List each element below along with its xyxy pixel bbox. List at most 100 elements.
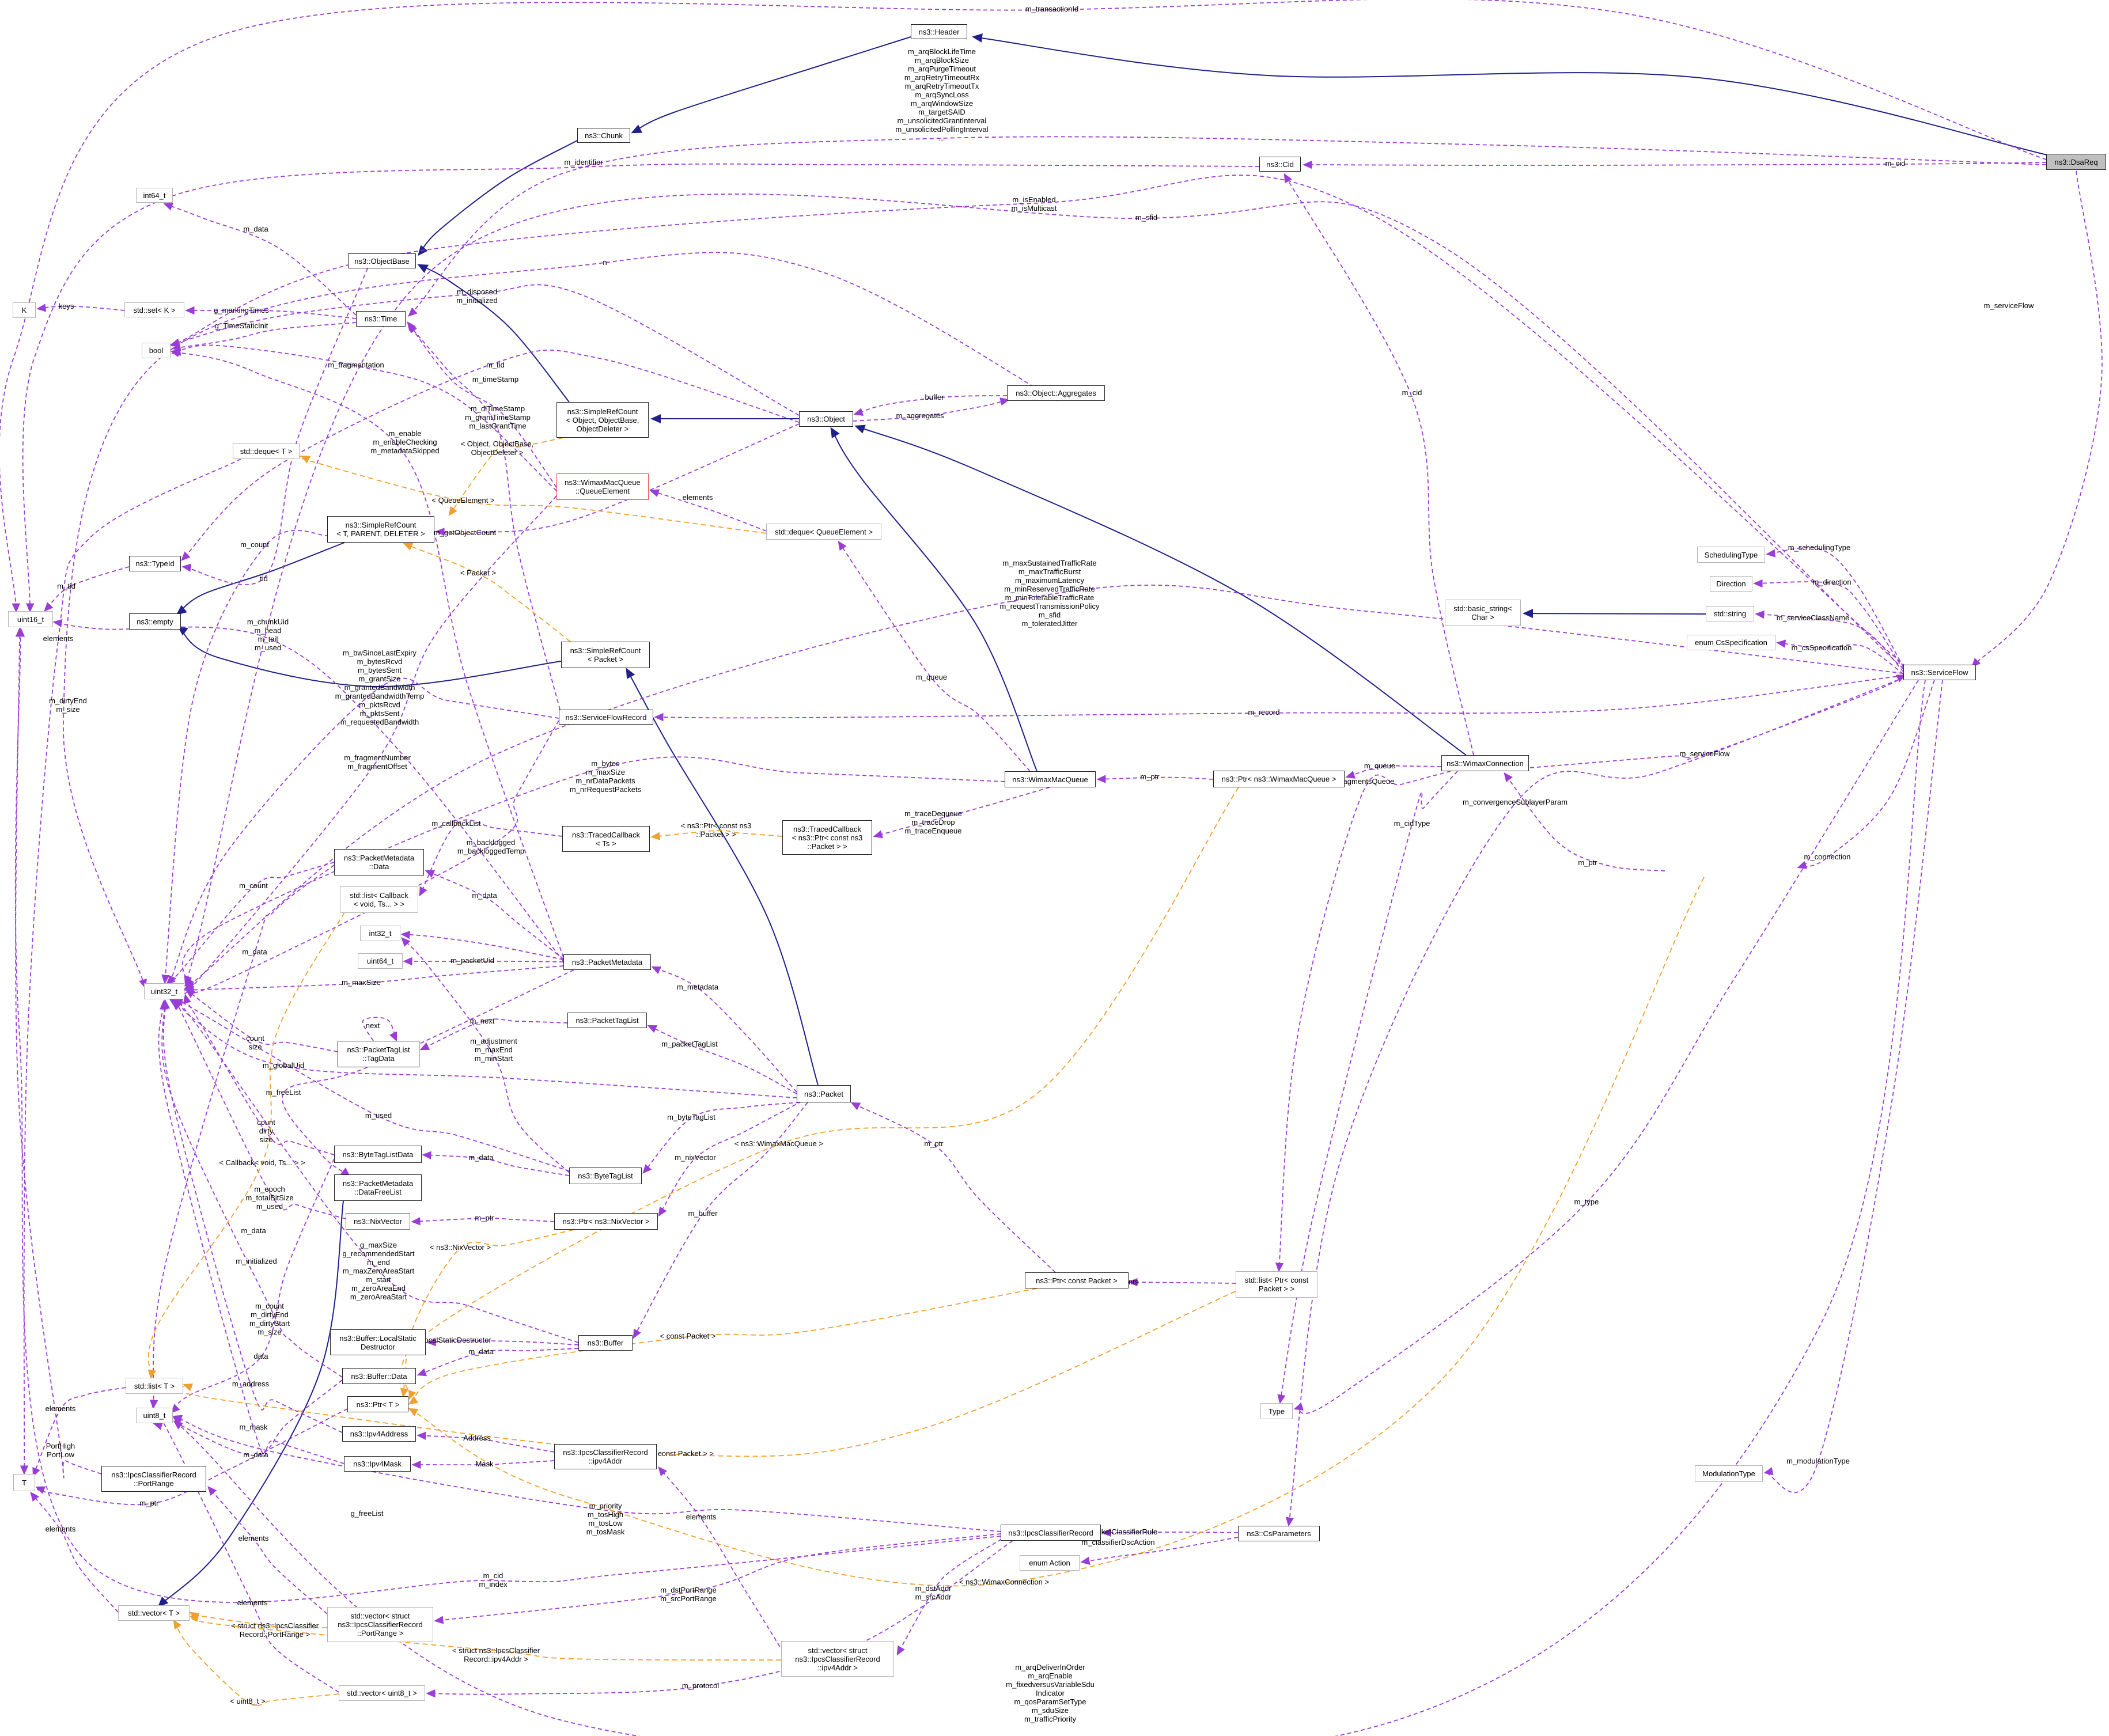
class-node-portrange[interactable]: ns3::IpcsClassifierRecord ::PortRange bbox=[101, 1466, 206, 1492]
class-node-int64[interactable]: int64_t bbox=[136, 188, 173, 203]
class-node-uint16[interactable]: uint16_t bbox=[8, 611, 53, 627]
member-edge bbox=[1128, 1278, 1236, 1287]
class-node-bool[interactable]: bool bbox=[142, 343, 171, 358]
member-edge bbox=[658, 1101, 802, 1217]
class-node-header[interactable]: ns3::Header bbox=[911, 24, 967, 39]
class-node-uint32[interactable]: uint32_t bbox=[144, 983, 184, 999]
member-edge bbox=[408, 323, 561, 710]
template-edge bbox=[177, 1291, 1236, 1457]
edge-label: m_arqDeliverInOrder m_arqEnable m_fixedv… bbox=[1006, 1663, 1095, 1723]
class-node-listt[interactable]: std::list< T > bbox=[126, 1378, 183, 1394]
class-node-bufdata[interactable]: ns3::Buffer::Data bbox=[342, 1368, 416, 1384]
member-edge bbox=[419, 819, 563, 897]
class-node-ptrwmq[interactable]: ns3::Ptr< ns3::WimaxMacQueue > bbox=[1213, 771, 1345, 787]
class-node-btld[interactable]: ns3::ByteTagListData bbox=[334, 1146, 422, 1163]
member-edge bbox=[171, 344, 557, 491]
class-node-ptrnix[interactable]: ns3::Ptr< ns3::NixVector > bbox=[554, 1213, 658, 1230]
edge-label: < QueueElement > bbox=[431, 496, 495, 505]
class-node-ptrt[interactable]: ns3::Ptr< T > bbox=[347, 1396, 408, 1412]
class-node-setk[interactable]: std::set< K > bbox=[124, 302, 184, 317]
class-node-dequeq[interactable]: std::deque< QueueElement > bbox=[766, 524, 881, 540]
class-node-sfrec[interactable]: ns3::ServiceFlowRecord bbox=[559, 710, 653, 725]
class-node-qelem[interactable]: ns3::WimaxMacQueue ::QueueElement bbox=[556, 473, 649, 500]
class-node-uint64[interactable]: uint64_t bbox=[358, 953, 403, 969]
class-node-type[interactable]: Type bbox=[1260, 1403, 1293, 1419]
class-node-ipcsipv4[interactable]: ns3::IpcsClassifierRecord ::ipv4Addr bbox=[554, 1444, 657, 1469]
class-node-dequet[interactable]: std::deque< T > bbox=[233, 444, 300, 459]
class-node-csparams[interactable]: ns3::CsParameters bbox=[1238, 1526, 1320, 1541]
class-node-aggregates[interactable]: ns3::Object::Aggregates bbox=[1007, 385, 1105, 401]
class-node-dsareq[interactable]: ns3::DsaReq bbox=[2046, 154, 2106, 170]
class-node-ipv4a[interactable]: ns3::Ipv4Address bbox=[342, 1426, 416, 1442]
edge-label: < Object, ObjectBase, ObjectDeleter > bbox=[460, 439, 534, 457]
member-edge bbox=[171, 322, 357, 352]
class-node-listcb[interactable]: std::list< Callback < void, Ts... > > bbox=[340, 886, 418, 913]
class-node-typeid[interactable]: ns3::TypeId bbox=[129, 556, 181, 571]
class-node-packet[interactable]: ns3::Packet bbox=[797, 1085, 851, 1102]
class-node-pmdata[interactable]: ns3::PacketMetadata ::Data bbox=[334, 849, 424, 875]
member-edge bbox=[161, 999, 343, 1378]
class-node-tcbptr[interactable]: ns3::TracedCallback < ns3::Ptr< const ns… bbox=[782, 820, 872, 855]
edge-label: elements bbox=[238, 1534, 269, 1542]
class-node-ptl[interactable]: ns3::PacketTagList bbox=[567, 1013, 647, 1028]
class-node-uint8[interactable]: uint8_t bbox=[136, 1408, 173, 1423]
class-node-ipcsrec[interactable]: ns3::IpcsClassifierRecord bbox=[1001, 1525, 1101, 1541]
class-node-t[interactable]: T bbox=[13, 1474, 35, 1491]
class-node-vecuint8[interactable]: std::vector< uint8_t > bbox=[339, 1685, 425, 1701]
member-edge bbox=[0, 0, 2047, 613]
edge-label: m_connection bbox=[1804, 852, 1851, 861]
edge-label: m_data bbox=[243, 1450, 268, 1459]
edge-label: m_serviceFlow bbox=[1983, 301, 2034, 310]
edge-label: elements bbox=[686, 1513, 717, 1521]
class-node-listptr[interactable]: std::list< Ptr< const Packet > > bbox=[1236, 1271, 1317, 1298]
class-node-bufls[interactable]: ns3::Buffer::LocalStatic Destructor bbox=[330, 1329, 426, 1355]
class-node-tcbts[interactable]: ns3::TracedCallback < Ts > bbox=[562, 826, 650, 852]
class-node-cid[interactable]: ns3::Cid bbox=[1259, 157, 1301, 172]
class-node-btl[interactable]: ns3::ByteTagList bbox=[569, 1168, 642, 1184]
class-node-chunk[interactable]: ns3::Chunk bbox=[577, 128, 630, 143]
class-node-ptrcpkt[interactable]: ns3::Ptr< const Packet > bbox=[1025, 1272, 1129, 1288]
class-node-empty[interactable]: ns3::empty bbox=[129, 613, 181, 630]
class-node-wconn[interactable]: ns3::WimaxConnection bbox=[1441, 755, 1529, 771]
member-edge bbox=[168, 677, 559, 985]
template-edge bbox=[297, 455, 767, 534]
class-node-basicstr[interactable]: std::basic_string< Char > bbox=[1445, 600, 1521, 626]
class-node-pmeta[interactable]: ns3::PacketMetadata bbox=[563, 954, 651, 970]
class-node-srcpkt[interactable]: ns3::SimpleRefCount < Packet > bbox=[561, 642, 650, 668]
edge-label: < Callback< void, Ts... > > bbox=[219, 1158, 305, 1167]
member-edge bbox=[181, 756, 1005, 988]
class-node-objectbase[interactable]: ns3::ObjectBase bbox=[348, 253, 416, 268]
edge-label: keys bbox=[58, 302, 74, 310]
edge-label: m_convergenceSublayerParam bbox=[1462, 798, 1568, 806]
class-node-direction[interactable]: Direction bbox=[1710, 576, 1752, 592]
edge-label: Address bbox=[463, 1434, 491, 1442]
class-node-vecport[interactable]: std::vector< struct ns3::IpcsClassifierR… bbox=[327, 1607, 433, 1642]
class-node-nix[interactable]: ns3::NixVector bbox=[346, 1213, 410, 1230]
member-edge bbox=[170, 349, 564, 958]
class-node-csspec[interactable]: enum CsSpecification bbox=[1687, 635, 1775, 650]
class-node-int32[interactable]: int32_t bbox=[360, 926, 400, 941]
class-node-tagdata[interactable]: ns3::PacketTagList ::TagData bbox=[338, 1041, 419, 1067]
edge-label: m_data bbox=[243, 225, 268, 233]
class-node-modtype[interactable]: ModulationType bbox=[1695, 1465, 1763, 1482]
class-node-stdstring[interactable]: std::string bbox=[1706, 606, 1754, 621]
class-node-action[interactable]: enum Action bbox=[1020, 1555, 1080, 1571]
member-edge bbox=[1293, 680, 1919, 1414]
class-node-ipv4m[interactable]: ns3::Ipv4Mask bbox=[344, 1456, 411, 1472]
member-edge bbox=[170, 992, 335, 1155]
edge-label: m_cid bbox=[1402, 388, 1422, 397]
class-node-time[interactable]: ns3::Time bbox=[356, 311, 406, 327]
class-node-srctpd[interactable]: ns3::SimpleRefCount < T, PARENT, DELETER… bbox=[327, 516, 434, 543]
class-node-object[interactable]: ns3::Object bbox=[799, 411, 853, 427]
class-node-dfl[interactable]: ns3::PacketMetadata ::DataFreeList bbox=[334, 1174, 422, 1201]
class-node-wmq[interactable]: ns3::WimaxMacQueue bbox=[1005, 771, 1096, 787]
class-node-serviceflow[interactable]: ns3::ServiceFlow bbox=[1903, 665, 1976, 680]
class-node-vecipv4[interactable]: std::vector< struct ns3::IpcsClassifierR… bbox=[781, 1641, 894, 1677]
class-node-k[interactable]: K bbox=[13, 302, 36, 318]
class-node-schedtype[interactable]: SchedulingType bbox=[1697, 547, 1765, 563]
class-node-buffer[interactable]: ns3::Buffer bbox=[578, 1335, 633, 1351]
class-node-srcobj[interactable]: ns3::SimpleRefCount < Object, ObjectBase… bbox=[556, 402, 649, 438]
edge-label: m_globalUid bbox=[262, 1061, 305, 1070]
class-node-vectort[interactable]: std::vector< T > bbox=[118, 1605, 190, 1621]
